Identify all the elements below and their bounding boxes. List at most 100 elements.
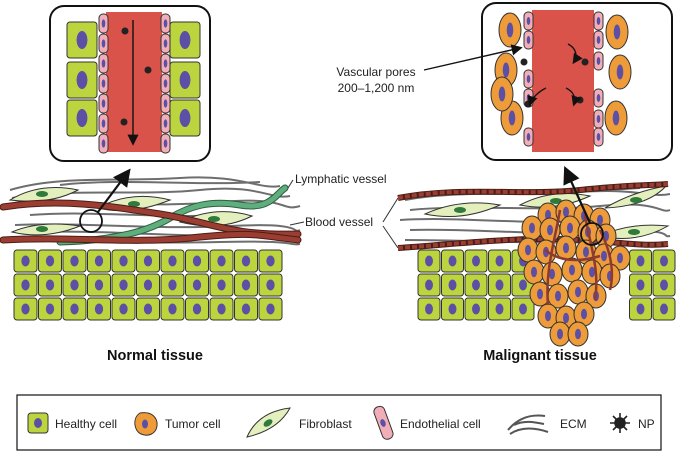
endothelial-cell <box>98 113 109 134</box>
healthy-cell <box>185 273 209 297</box>
endothelial-cell <box>98 53 109 74</box>
tumor-mass <box>517 199 631 347</box>
label-leaders <box>287 179 305 226</box>
healthy-cell-grid <box>13 249 283 321</box>
endothelial-cell <box>98 13 109 34</box>
endothelial-cell <box>98 133 109 154</box>
healthy-cell <box>62 297 87 321</box>
endothelial-cell <box>523 30 534 50</box>
legend-label: NP <box>638 417 655 431</box>
healthy-cell <box>160 297 185 321</box>
healthy-cell <box>38 273 62 297</box>
endothelial-cell <box>160 113 171 134</box>
endothelial-cell <box>160 33 171 54</box>
legend-item-np: NP <box>610 413 655 433</box>
endothelial-wall-right <box>593 11 604 147</box>
healthy-cell <box>488 273 511 297</box>
zoom-circle <box>79 209 103 233</box>
healthy-cell <box>629 273 652 297</box>
healthy-cell <box>417 297 441 321</box>
legend: Healthy cell Tumor cell Fibroblast Endot… <box>16 394 662 451</box>
healthy-cell <box>652 273 676 297</box>
healthy-cell <box>488 297 511 321</box>
healthy-cell <box>441 273 464 297</box>
vascular-pores-size: 200–1,200 nm <box>338 81 415 95</box>
endothelial-cell <box>160 13 171 34</box>
healthy-cell <box>62 249 87 273</box>
tumor-cell <box>561 257 583 283</box>
healthy-cell <box>13 249 38 273</box>
blood-label-leaders-right <box>382 197 399 249</box>
endothelial-cell <box>160 53 171 74</box>
endothelial-cell <box>593 127 604 147</box>
healthy-cell <box>185 297 209 321</box>
tumor-cell <box>567 321 589 347</box>
np-icon <box>610 413 630 433</box>
healthy-cell <box>66 61 98 99</box>
healthy-cell <box>62 273 87 297</box>
tumor-cell <box>609 245 631 271</box>
malignant-tissue-title: Malignant tissue <box>483 348 597 364</box>
healthy-cell <box>629 249 652 273</box>
legend-item-endothelial-cell: Endothelial cell <box>373 405 481 440</box>
blood-lumen <box>106 12 162 152</box>
tumor-cell <box>541 261 563 287</box>
tumor-cell <box>604 100 628 136</box>
tumor-cell <box>490 76 514 112</box>
healthy-cell <box>511 297 535 321</box>
healthy-cell <box>652 297 676 321</box>
endothelial-cell <box>523 69 534 89</box>
blood-vessel-normal <box>0 199 302 244</box>
healthy-cell <box>652 249 676 273</box>
healthy-cell <box>136 249 160 273</box>
tumor-cell <box>567 279 589 305</box>
healthy-cell <box>258 249 283 273</box>
zoom-arrow <box>97 168 131 213</box>
healthy-cell <box>258 273 283 297</box>
healthy-cell <box>629 297 652 321</box>
tumor-cell <box>581 259 603 285</box>
fibroblasts <box>8 187 254 236</box>
healthy-cell-grid <box>417 249 676 321</box>
zoom-arrow <box>563 165 592 224</box>
blood-vessel-label: Blood vessel <box>305 215 373 229</box>
endothelial-wall-left <box>98 13 109 154</box>
healthy-cell <box>13 297 38 321</box>
healthy-cell <box>258 297 283 321</box>
healthy-cell <box>488 249 511 273</box>
endothelial-cell <box>523 11 534 31</box>
healthy-cell <box>111 273 136 297</box>
healthy-cell <box>417 249 441 273</box>
legend-item-tumor-cell: Tumor cell <box>134 412 221 436</box>
normal-tissue-title: Normal tissue <box>107 348 203 364</box>
healthy-cell <box>136 297 160 321</box>
legend-label: Fibroblast <box>299 417 352 431</box>
legend-item-healthy-cell: Healthy cell <box>27 412 117 434</box>
healthy-cell <box>441 249 464 273</box>
healthy-cell <box>66 99 98 137</box>
lymphatic-vessel-label: Lymphatic vessel <box>295 172 387 186</box>
healthy-cell <box>87 297 111 321</box>
healthy-cell <box>38 249 62 273</box>
endothelial-cell <box>160 93 171 114</box>
endothelial-cell <box>98 73 109 94</box>
tumor-cell <box>549 321 571 347</box>
ecm-icon <box>507 414 549 435</box>
legend-label: Healthy cell <box>55 417 117 431</box>
healthy-cell <box>87 273 111 297</box>
inset-healthy-cells <box>66 21 201 137</box>
healthy-cell <box>209 273 234 297</box>
legend-item-ecm: ECM <box>507 414 587 435</box>
np-icon <box>120 27 152 126</box>
healthy-cell <box>185 249 209 273</box>
endothelial-cell <box>593 30 604 50</box>
vascular-pores-label: Vascular pores <box>336 65 415 79</box>
tumor-cell <box>517 237 539 263</box>
inset-tumor-cells <box>490 12 632 136</box>
healthy-cell <box>234 249 258 273</box>
legend-label: Tumor cell <box>165 417 221 431</box>
healthy-cell <box>464 273 488 297</box>
healthy-cell <box>234 273 258 297</box>
healthy-cell <box>13 273 38 297</box>
endothelial-cell <box>98 93 109 114</box>
